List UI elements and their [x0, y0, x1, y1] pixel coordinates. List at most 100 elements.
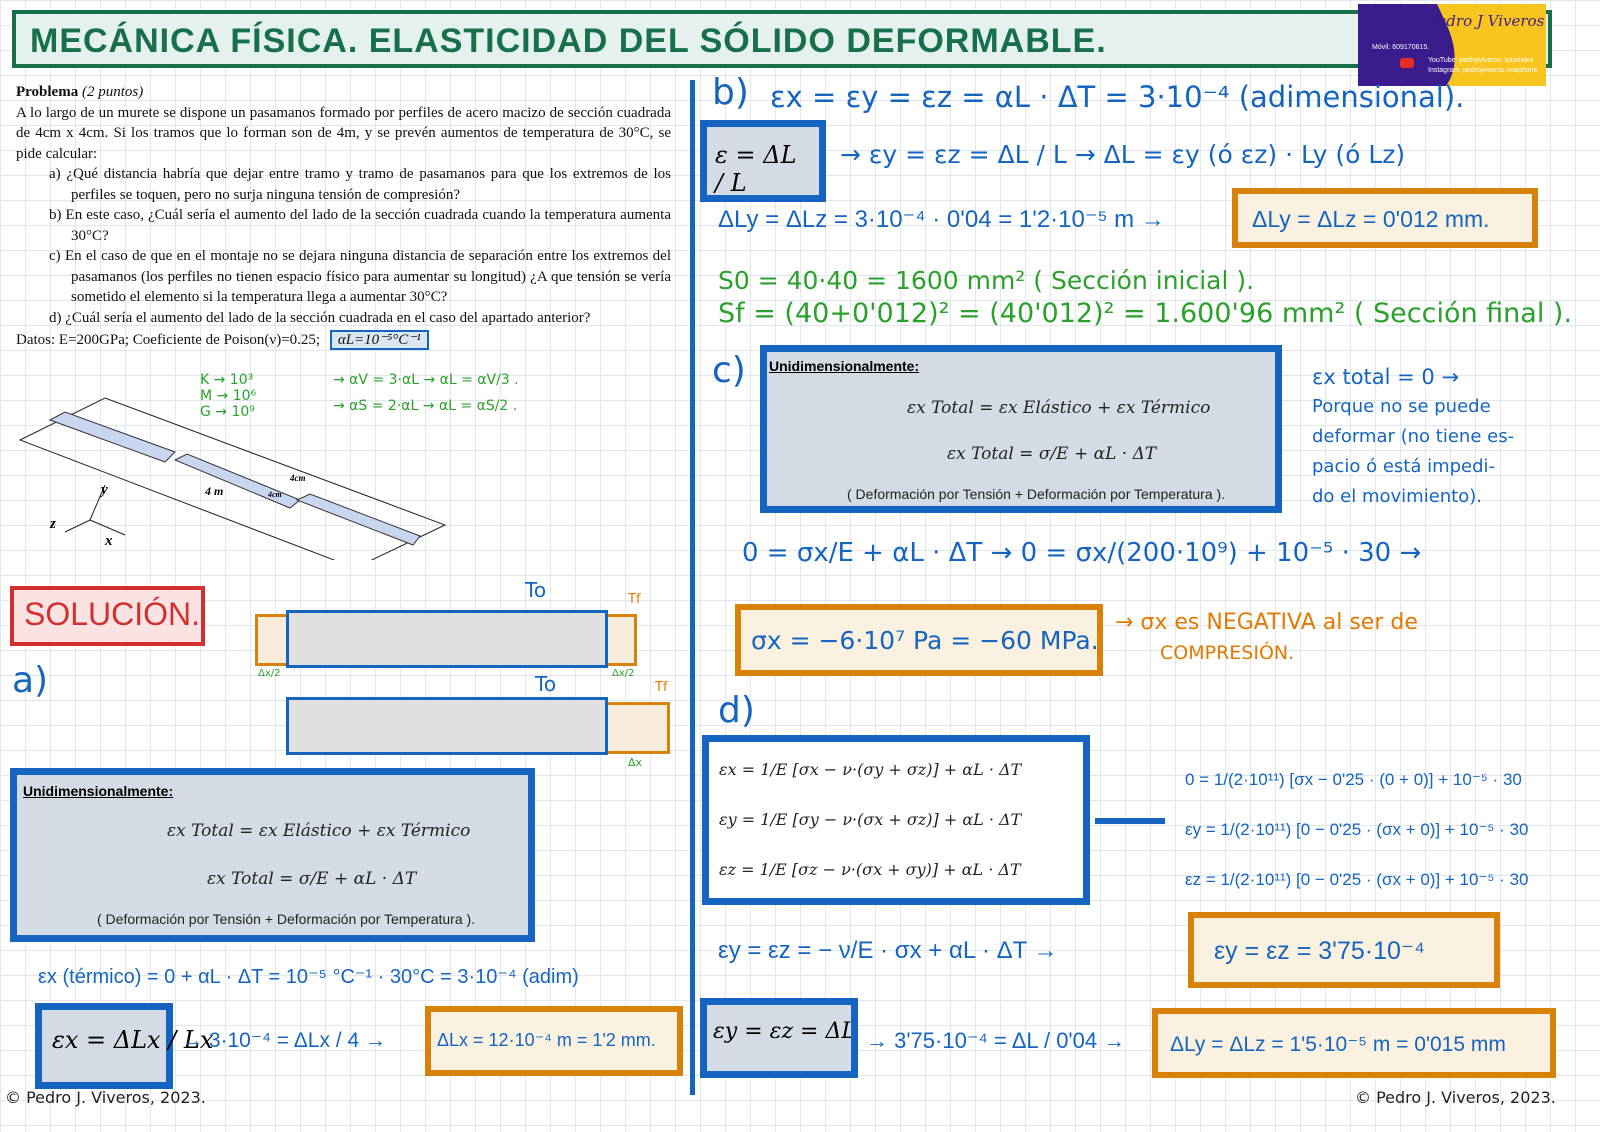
logo-youtube: YouTube: pedrojviveros. tutoriales [1428, 57, 1534, 64]
result-a: ΔLx = 12·10⁻⁴ m = 1'2 mm. [425, 1006, 683, 1076]
hooke-eq-x: εx = 1/E [σx − ν·(σy + σz)] + αL · ΔT [719, 760, 1022, 779]
problem-points: (2 puntos) [81, 84, 144, 100]
side-label-2: 4cm [268, 490, 282, 499]
axis-x [89, 519, 126, 536]
prefix-notes: K → 10³ M → 10⁶ G → 10⁹ [200, 372, 256, 420]
author-logo: Pedro J Viveros Móvil: 609170615. YouTub… [1358, 4, 1546, 86]
problem-statement: Problema (2 puntos) A lo largo de un mur… [16, 82, 671, 351]
axis-y [89, 484, 106, 521]
problem-item-d: d) ¿Cuál sería el aumento del lado de la… [49, 309, 591, 326]
comment-line: COMPRESIÓN. [1160, 642, 1295, 664]
logo-signature: Pedro J Viveros [1428, 12, 1545, 30]
note-line: εx total = 0 → [1312, 365, 1460, 389]
profile-1 [48, 411, 176, 463]
dx-half-right: Δx/2 [612, 668, 635, 679]
copyright-left: © Pedro J. Viveros, 2023. [5, 1088, 206, 1107]
youtube-icon [1400, 58, 1414, 68]
prefix-g: G → 10⁹ [200, 404, 255, 420]
axis-label-z: z [50, 516, 56, 532]
final-section: Sf = (40+0'012)² = (40'012)² = 1.600'96 … [718, 298, 1573, 329]
section-d-label: d) [718, 690, 755, 731]
t0-label-2: To [535, 672, 557, 696]
box-title: Unidimensionalmente: [769, 358, 920, 374]
strain-def-a: εx = ΔLx / Lx [35, 1003, 213, 1089]
arrow-icon [1095, 818, 1165, 824]
problem-data: Datos: E=200GPa; Coeficiente de Poison(ν… [16, 332, 321, 348]
note-line: pacio ó está impedi- [1312, 456, 1496, 477]
result-b: ΔLy = ΔLz = 0'012 mm. [1232, 188, 1538, 248]
result-d: ΔLy = ΔLz = 1'5·10⁻⁵ m = 0'015 mm [1152, 1008, 1556, 1078]
initial-section: S0 = 40·40 = 1600 mm² ( Sección inicial … [718, 266, 1255, 295]
note-line: Porque no se puede [1312, 396, 1491, 417]
copyright-right: © Pedro J. Viveros, 2023. [1355, 1088, 1556, 1107]
strain-def-b: ε = ΔL / L [700, 120, 826, 202]
problem-heading: Problema [16, 84, 79, 100]
profile-3 [295, 493, 421, 546]
original-bar-a1 [286, 610, 608, 668]
solution-heading: SOLUCIÓN. [10, 586, 205, 646]
total-strain-eq: εx Total = εx Elástico + εx Térmico [167, 821, 471, 841]
strain-b-line: εx = εy = εz = αL · ΔT = 3·10⁻⁴ (adimens… [770, 80, 1465, 114]
problem-item-c: c) En el caso de que en el montaje no se… [49, 248, 671, 305]
t0-label-1: To [525, 578, 547, 602]
formula-box-c: Unidimensionalmente: εx Total = εx Elást… [760, 345, 1282, 513]
problem-item-a: a) ¿Qué distancia habría que dejar entre… [49, 166, 671, 203]
section-a-label: a) [12, 660, 49, 701]
dx-half-left: Δx/2 [258, 668, 281, 679]
result-d-strain: εy = εz = 3'75·10⁻⁴ [1188, 912, 1500, 988]
axis-label-y: y [101, 482, 108, 498]
length-label: 4 m [205, 484, 224, 498]
stress-equation-c: 0 = σx/E + αL · ΔT → 0 = σx/(200·10⁹) + … [742, 538, 1422, 568]
hooke-eq-z: εz = 1/E [σz − ν·(σx + σy)] + αL · ΔT [719, 860, 1021, 879]
strain-def-d: εy = εz = ΔL / L [700, 998, 858, 1078]
thermal-strain-line: εx (térmico) = 0 + αL · ΔT = 10⁻⁵ °C⁻¹ ·… [38, 966, 579, 988]
page-title: MECÁNICA FÍSICA. ELASTICIDAD DEL SÓLIDO … [12, 10, 1552, 68]
sub-eq-y: εy = 1/(2·10¹¹) [0 − 0'25 · (σx + 0)] + … [1185, 820, 1529, 839]
logo-instagram: Instagram: pedrojviveros.uvaphone [1428, 67, 1538, 74]
dx-label: Δx [628, 756, 643, 769]
profile-2 [173, 453, 301, 509]
problem-item-b: b) En este caso, ¿Cuál sería el aumento … [49, 207, 671, 244]
elongation-b: ΔLy = ΔLz = 3·10⁻⁴ · 0'04 = 1'2·10⁻⁵ m → [718, 206, 1165, 233]
column-divider [690, 80, 695, 1095]
elongation-eq-a: → 3·10⁻⁴ = ΔLx / 4 → [182, 1029, 386, 1052]
total-strain-expanded: εx Total = σ/E + αL · ΔT [947, 444, 1157, 464]
section-c-label: c) [712, 350, 746, 391]
lateral-strain-eq: εy = εz = − ν/E · σx + αL · ΔT → [718, 937, 1058, 964]
tf-label-2: Tf [655, 680, 668, 695]
problem-intro: A lo largo de un murete se dispone un pa… [16, 104, 671, 162]
elongation-eq-d: → 3'75·10⁻⁴ = ΔL / 0'04 → [866, 1028, 1126, 1053]
compression-comment: → σx es NEGATIVA al ser de COMPRESIÓN. [1115, 608, 1418, 668]
substituted-equations: 0 = 1/(2·10¹¹) [σx − 0'25 · (0 + 0)] + 1… [1185, 755, 1528, 905]
axis-z [64, 519, 91, 533]
logo-phone: Móvil: 609170615. [1372, 44, 1430, 51]
alpha-value: αL=10⁻⁵°C⁻¹ [329, 330, 429, 350]
box-caption: ( Deformación por Tensión + Deformación … [847, 486, 1226, 502]
total-strain-expanded: εx Total = σ/E + αL · ΔT [207, 869, 417, 889]
box-caption: ( Deformación por Tensión + Deformación … [97, 911, 476, 927]
sub-eq-x: 0 = 1/(2·10¹¹) [σx − 0'25 · (0 + 0)] + 1… [1185, 770, 1522, 789]
hooke-equations-box: εx = 1/E [σx − ν·(σy + σz)] + αL · ΔT εy… [702, 735, 1090, 905]
note-line: deformar (no tiene es- [1312, 426, 1515, 447]
prefix-m: M → 10⁶ [200, 388, 257, 404]
section-b-label: b) [712, 72, 749, 113]
comment-line: → σx es NEGATIVA al ser de [1115, 610, 1418, 635]
hooke-eq-y: εy = 1/E [σy − ν·(σx + σz)] + αL · ΔT [719, 810, 1022, 829]
total-strain-eq: εx Total = εx Elástico + εx Térmico [907, 398, 1211, 418]
axis-label-x: x [105, 533, 113, 549]
tf-label-1: Tf [628, 592, 641, 607]
original-bar-a2 [286, 697, 608, 755]
alpha-v-note: → αV = 3·αL → αL = αV/3 . [333, 372, 519, 388]
wall-outline [18, 397, 447, 560]
note-line: do el movimiento). [1312, 486, 1482, 507]
alpha-s-note: → αS = 2·αL → αL = αS/2 . [333, 398, 518, 414]
zero-strain-note: εx total = 0 → Porque no se puede deform… [1312, 362, 1514, 512]
sub-eq-z: εz = 1/(2·10¹¹) [0 − 0'25 · (σx + 0)] + … [1185, 870, 1529, 889]
prefix-k: K → 10³ [200, 372, 254, 388]
side-label-1: 4cm [290, 473, 306, 483]
handrail-figure [18, 397, 447, 560]
strain-relation-b: → εy = εz = ΔL / L → ΔL = εy (ó εz) · Ly… [840, 140, 1406, 169]
formula-box-a: Unidimensionalmente: εx Total = εx Elást… [10, 768, 535, 942]
result-c: σx = −6·10⁷ Pa = −60 MPa. [735, 604, 1103, 676]
box-title: Unidimensionalmente: [23, 783, 174, 799]
